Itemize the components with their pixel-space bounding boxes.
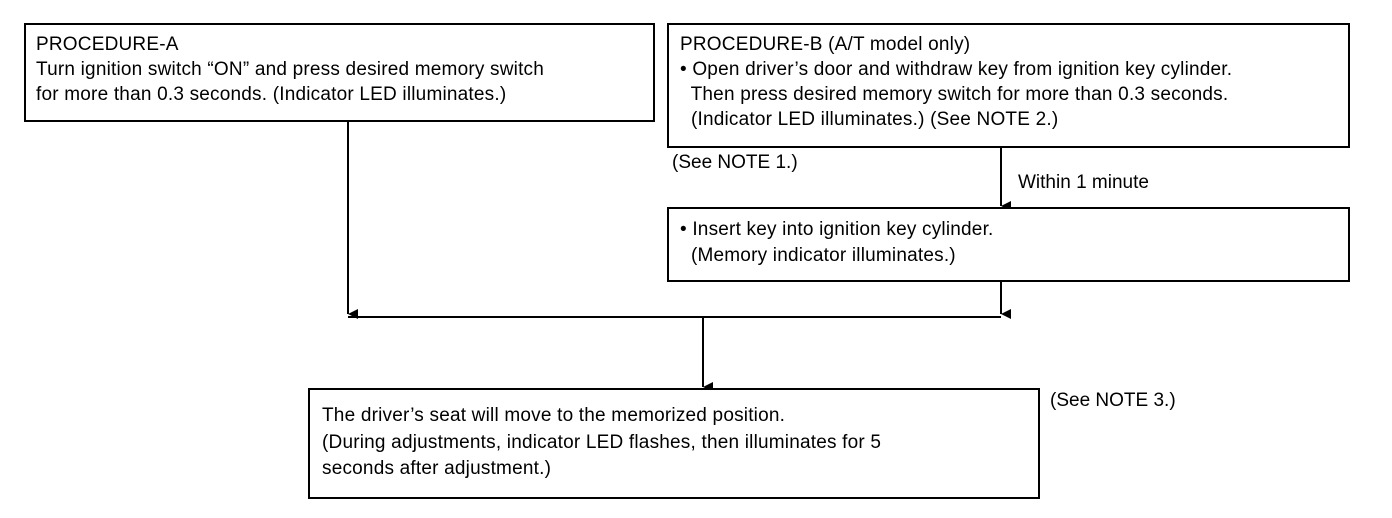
procedure-b-line-3: (Indicator LED illuminates.) (See NOTE 2… [680,109,1059,130]
result-line-2: (During adjustments, indicator LED flash… [322,432,882,453]
note-1-label: (See NOTE 1.) [672,152,798,173]
procedure-a-line-1: Turn ignition switch “ON” and press desi… [36,59,545,80]
result-line-1: The driver’s seat will move to the memor… [322,405,786,426]
insert-key-box: • Insert key into ignition key cylinder.… [667,207,1350,282]
insert-key-line-1: • Insert key into ignition key cylinder. [680,219,994,240]
result-line-3: seconds after adjustment.) [322,458,552,479]
procedure-a-title: PROCEDURE-A [36,34,179,55]
insert-key-line-2: (Memory indicator illuminates.) [680,245,956,266]
procedure-b-line-1: • Open driver’s door and withdraw key fr… [680,59,1233,80]
within-1-minute-label: Within 1 minute [1018,172,1149,193]
note-3-label: (See NOTE 3.) [1050,390,1176,411]
procedure-b-box: PROCEDURE-B (A/T model only) • Open driv… [667,23,1350,148]
procedure-b-title: PROCEDURE-B (A/T model only) [680,34,971,55]
procedure-a-line-2: for more than 0.3 seconds. (Indicator LE… [36,84,507,105]
procedure-b-line-2: Then press desired memory switch for mor… [680,84,1229,105]
procedure-a-box: PROCEDURE-A Turn ignition switch “ON” an… [24,23,655,122]
result-box: The driver’s seat will move to the memor… [308,388,1040,499]
